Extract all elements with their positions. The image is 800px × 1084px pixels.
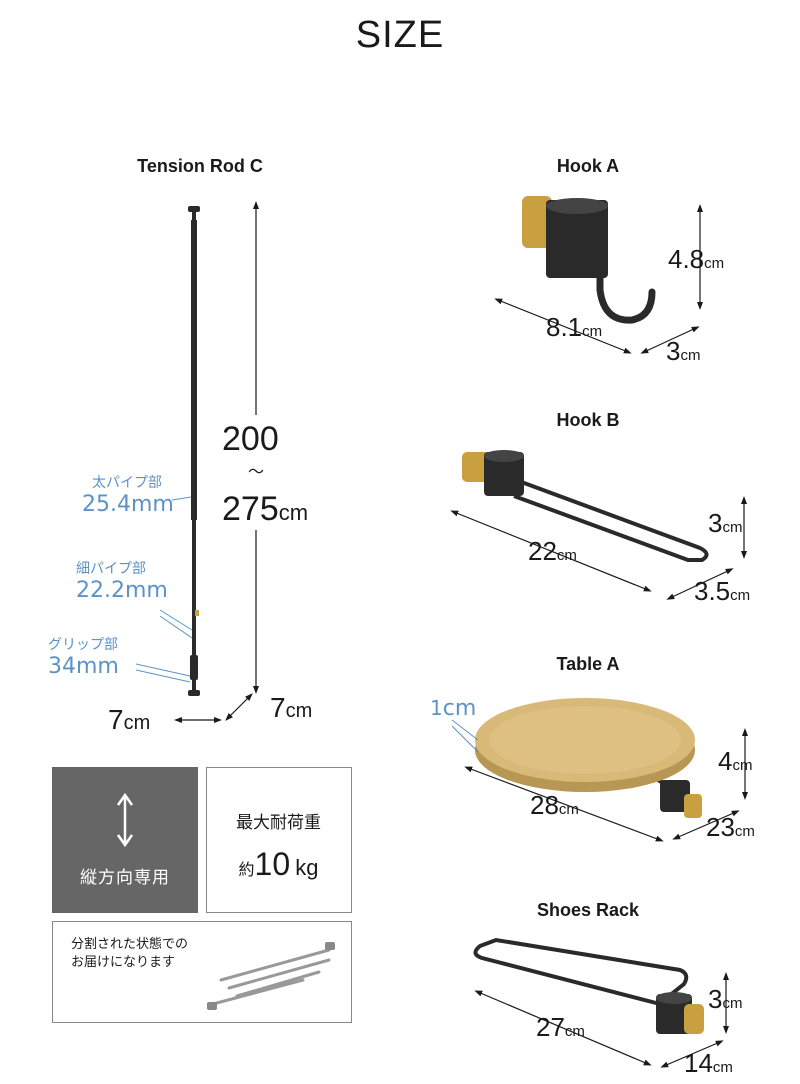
hook-b-width: 22cm <box>528 536 577 566</box>
thick-pipe-spec: 太パイプ部 25.4mm <box>82 475 174 517</box>
hook-b-title: Hook B <box>556 410 620 430</box>
page-title: SIZE <box>355 14 445 56</box>
table-a-depth-dimension <box>672 810 740 840</box>
hook-b-illustration <box>462 450 709 562</box>
shoes-rack-title: Shoes Rack <box>536 900 640 920</box>
rod-callout-lines <box>135 496 193 683</box>
rod-base-depth: 7cm <box>270 692 313 723</box>
shoes-rack-height: 3cm <box>708 984 743 1014</box>
shoes-rack-depth-dimension <box>660 1040 724 1068</box>
shoes-rack-width-dimension <box>474 990 652 1066</box>
delivery-note-text: 分割された状態での お届けになります <box>71 937 189 970</box>
table-a-thickness: 1cm <box>430 696 477 721</box>
shoes-rack-depth: 14cm <box>684 1048 733 1078</box>
hook-a-illustration <box>522 196 656 324</box>
table-a-thickness-callout <box>451 719 479 753</box>
hook-b-depth: 3.5cm <box>694 576 751 606</box>
rod-height-min: 200 <box>222 420 279 458</box>
table-a-height: 4cm <box>718 746 753 776</box>
rod-depth-dimension <box>225 693 253 721</box>
table-a-width-dimension <box>464 766 664 842</box>
tension-rod-illustration <box>188 206 200 696</box>
hook-b-depth-dimension <box>666 568 734 600</box>
grip-spec: グリップ部 34mm <box>48 637 119 679</box>
hook-a-depth: 3cm <box>666 336 701 366</box>
table-a-width: 28cm <box>530 790 579 820</box>
max-load-panel: 最大耐荷重 約10 kg <box>206 767 352 913</box>
rod-section-title: Tension Rod C <box>137 156 263 176</box>
hook-a-depth-dimension <box>640 326 700 354</box>
vertical-arrow-icon <box>116 792 134 848</box>
rod-base-width: 7cm <box>108 704 151 735</box>
shoes-rack-width: 27cm <box>536 1012 585 1042</box>
table-a-depth: 23cm <box>706 812 755 842</box>
table-a-title: Table A <box>556 654 620 674</box>
max-load-title: 最大耐荷重 <box>236 813 321 833</box>
hook-a-height: 4.8cm <box>668 244 725 274</box>
vertical-only-label: 縦方向専用 <box>80 868 170 888</box>
hook-a-title: Hook A <box>556 156 620 176</box>
shoes-rack-illustration <box>473 937 704 1034</box>
hook-b-width-dimension <box>450 510 652 592</box>
delivery-note-panel: 分割された状態での お届けになります <box>52 921 352 1023</box>
hook-a-width: 8.1cm <box>546 312 603 342</box>
hook-a-width-dimension <box>494 298 632 354</box>
rod-height-max: 275cm <box>222 490 309 528</box>
vertical-only-panel: 縦方向専用 <box>52 767 198 913</box>
thin-pipe-spec: 細パイプ部 22.2mm <box>76 561 168 603</box>
hook-b-height: 3cm <box>708 508 743 538</box>
max-load-value: 約10 kg <box>238 846 319 882</box>
table-a-illustration <box>475 698 702 818</box>
rod-height-separator: 〜 <box>248 464 265 481</box>
split-rod-illustration <box>207 942 335 1010</box>
